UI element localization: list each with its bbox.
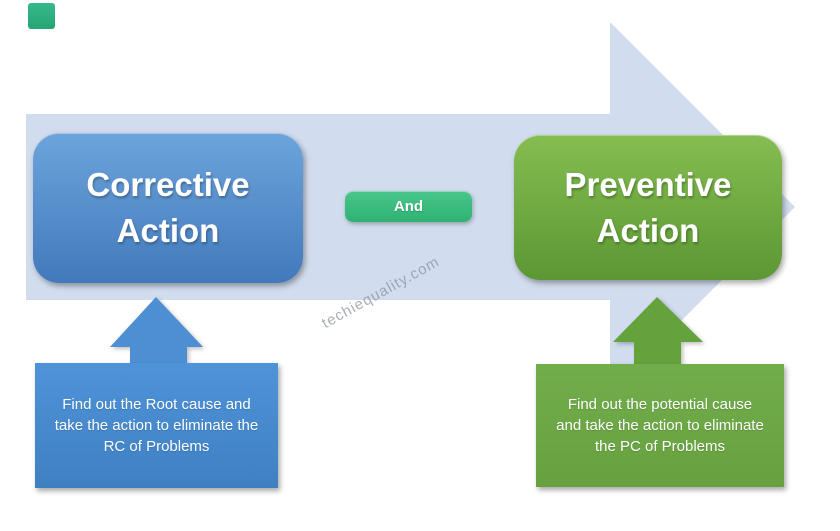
corrective-action-title: Corrective Action	[86, 166, 250, 249]
and-connector: And	[345, 191, 472, 222]
corrective-action-box: Corrective Action	[33, 133, 303, 283]
accent-square	[28, 3, 55, 29]
up-arrow-icon	[613, 297, 703, 365]
preventive-action-title: Preventive Action	[564, 165, 732, 249]
corrective-note-box: Find out the Root cause and take the act…	[35, 363, 278, 488]
preventive-action-box: Preventive Action	[514, 135, 782, 280]
watermark: techiequality.com	[319, 253, 443, 332]
up-arrow-icon	[110, 297, 203, 364]
corrective-note-text: Find out the Root cause and take the act…	[54, 396, 259, 455]
preventive-note-box: Find out the potential cause and take th…	[536, 364, 784, 487]
preventive-note-text: Find out the potential cause and take th…	[556, 396, 764, 455]
and-connector-label: And	[393, 198, 424, 215]
